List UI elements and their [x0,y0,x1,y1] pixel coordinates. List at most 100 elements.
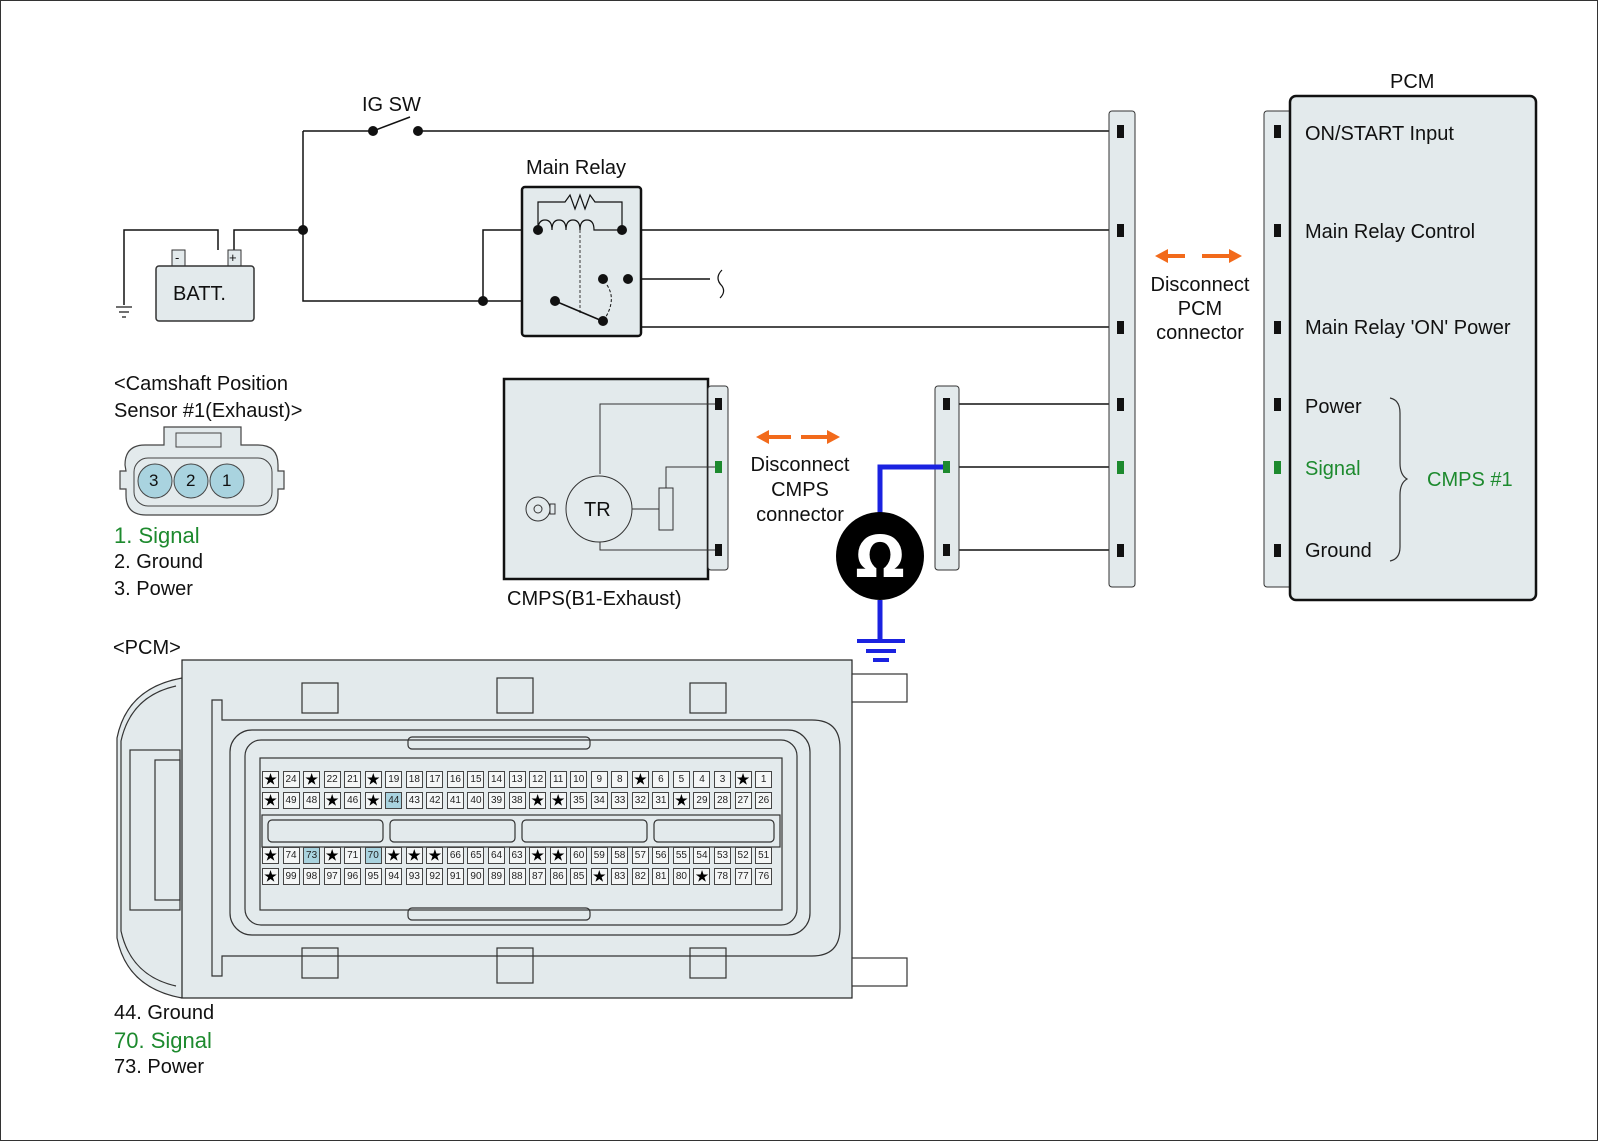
pin-list-item: 3. Power [114,578,193,600]
pin-list-item: 70. Signal [114,1028,212,1053]
pin-unused: ★ [385,847,403,864]
pin-unused: ★ [734,771,752,788]
sensor-connector-face [119,426,285,516]
pin-list-item: 2. Ground [114,551,203,573]
pin-77: 77 [734,868,752,885]
pin-63: 63 [508,847,526,864]
pin-list-item: 73. Power [114,1056,205,1078]
pin-13: 13 [508,771,526,788]
pin-unused: ★ [364,771,382,788]
disconnect-pcm-note: Disconnect PCM connector [1138,273,1262,345]
pin-unused: ★ [262,868,279,885]
pcm-terminal-power: Power [1305,396,1362,418]
wire-break-icon [717,269,725,299]
junction-icon [298,225,308,235]
pin-6: 6 [652,771,670,788]
pin-99: 99 [282,868,300,885]
pin-unused: ★ [529,792,547,809]
pin-97: 97 [323,868,341,885]
pin-92: 92 [426,868,444,885]
pin-32: 32 [631,792,649,809]
ig-sw-contact-icon [368,126,378,136]
ig-switch-label: IG SW [362,94,421,116]
note-line: PCM [1177,298,1223,320]
pin-66: 66 [446,847,464,864]
battery-neg-wire [123,229,219,305]
meter-probe-wire [877,464,943,520]
pin-31: 31 [652,792,670,809]
disconnect-cmps-arrows-icon [756,430,840,444]
pin-60: 60 [570,847,588,864]
pin-unused: ★ [529,847,547,864]
pin-18: 18 [405,771,423,788]
pin-51: 51 [755,847,773,864]
pcm-block-title: PCM [1390,71,1435,93]
note-line: Disconnect [1150,274,1250,296]
ig-sw-blade [372,116,411,132]
pin-1: 1 [755,771,773,788]
pin-unused: ★ [549,847,567,864]
note-line: connector [756,504,844,526]
pcm-connector-drawing [116,659,908,999]
title-line: <Camshaft Position [114,373,288,395]
pin-64: 64 [488,847,506,864]
battery-neg-label: - [175,250,180,265]
cmps-group-label: CMPS #1 [1427,469,1513,491]
pin-16: 16 [446,771,464,788]
pin-98: 98 [303,868,321,885]
pin-33: 33 [611,792,629,809]
pin-85: 85 [570,868,588,885]
pin-29: 29 [693,792,711,809]
pin-57: 57 [631,847,649,864]
pin-56: 56 [652,847,670,864]
pin-88: 88 [508,868,526,885]
pin-unused: ★ [323,792,341,809]
pin-unused: ★ [672,792,690,809]
pcm-terminal-ground: Ground [1305,540,1372,562]
pin-27: 27 [734,792,752,809]
relay-coil-feed [482,229,533,301]
sensor-pin-1: 1 [222,471,232,490]
pin-unused: ★ [303,771,321,788]
pin-74: 74 [282,847,300,864]
pin-91: 91 [446,868,464,885]
ig-sw-contact-icon [413,126,423,136]
pin-71: 71 [344,847,362,864]
ohm-symbol: Ω [855,523,904,591]
main-relay-label: Main Relay [526,157,627,179]
pin-unused: ★ [631,771,649,788]
meter-ground-icon [857,639,905,662]
pin-94: 94 [385,868,403,885]
pin-9: 9 [590,771,608,788]
pin-unused: ★ [364,792,382,809]
note-line: CMPS [771,479,829,501]
pin-52: 52 [734,847,752,864]
pin-40: 40 [467,792,485,809]
battery-pos-wire [233,229,303,250]
bus-wire [302,131,603,302]
pcm-terminal-relay-control: Main Relay Control [1305,221,1476,243]
pin-53: 53 [714,847,732,864]
pin-83: 83 [611,868,629,885]
pin-12: 12 [529,771,547,788]
pin-19: 19 [385,771,403,788]
sensor-pin-2: 2 [186,471,196,490]
pin-5: 5 [672,771,690,788]
pin-unused: ★ [405,847,423,864]
pin-39: 39 [488,792,506,809]
pcm-pin-list: 44. Ground 70. Signal 73. Power [114,1000,214,1081]
pin-unused: ★ [693,868,711,885]
pin-34: 34 [590,792,608,809]
pin-22: 22 [323,771,341,788]
battery-label: BATT. [173,283,226,305]
pin-49: 49 [282,792,300,809]
pin-58: 58 [611,847,629,864]
title-line: Sensor #1(Exhaust)> [114,400,303,422]
pin-unused: ★ [262,792,279,809]
main-relay-icon [520,185,643,338]
note-line: Disconnect [750,454,850,476]
